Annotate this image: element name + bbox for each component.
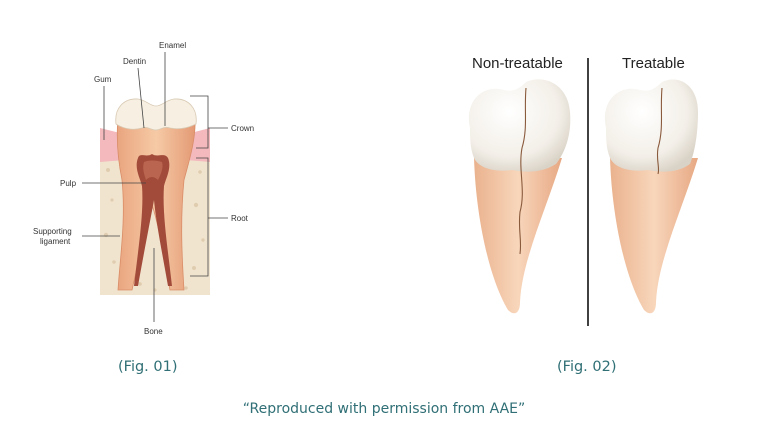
cracked-tooth-comparison: Non-treatable Treatable [468, 55, 698, 326]
label-crown: Crown [231, 124, 254, 133]
crown-bracket [190, 95, 209, 149]
title-non-treatable: Non-treatable [472, 55, 563, 72]
permission-credit: “Reproduced with permission from AAE” [242, 401, 526, 417]
non-treatable-tooth [468, 79, 571, 314]
label-ligament: ligament [40, 237, 71, 246]
treatable-root [610, 158, 698, 314]
treatable-tooth [604, 79, 698, 314]
label-bone: Bone [144, 327, 163, 336]
non-treatable-root [474, 158, 562, 314]
pulp-inner [143, 160, 163, 180]
tooth-anatomy-diagram: Enamel Dentin Gum Crown Pulp Root Suppor… [33, 41, 254, 336]
label-dentin: Dentin [123, 57, 146, 66]
title-treatable: Treatable [622, 55, 685, 72]
figure-1-caption: (Fig. 01) [118, 359, 178, 375]
label-pulp: Pulp [60, 179, 77, 188]
crack-line-full [518, 87, 527, 255]
crack-line-crown [656, 87, 663, 175]
enamel-cap [115, 98, 197, 131]
figure-2-caption: (Fig. 02) [557, 359, 617, 375]
label-gum: Gum [94, 75, 112, 84]
label-root: Root [231, 214, 249, 223]
label-enamel: Enamel [159, 41, 186, 50]
treatable-crown [604, 79, 698, 172]
dentin-leader [137, 67, 145, 129]
non-treatable-crown [468, 79, 571, 172]
label-supporting: Supporting [33, 227, 72, 236]
pulp-chamber [134, 154, 172, 286]
root-bracket [190, 157, 209, 277]
